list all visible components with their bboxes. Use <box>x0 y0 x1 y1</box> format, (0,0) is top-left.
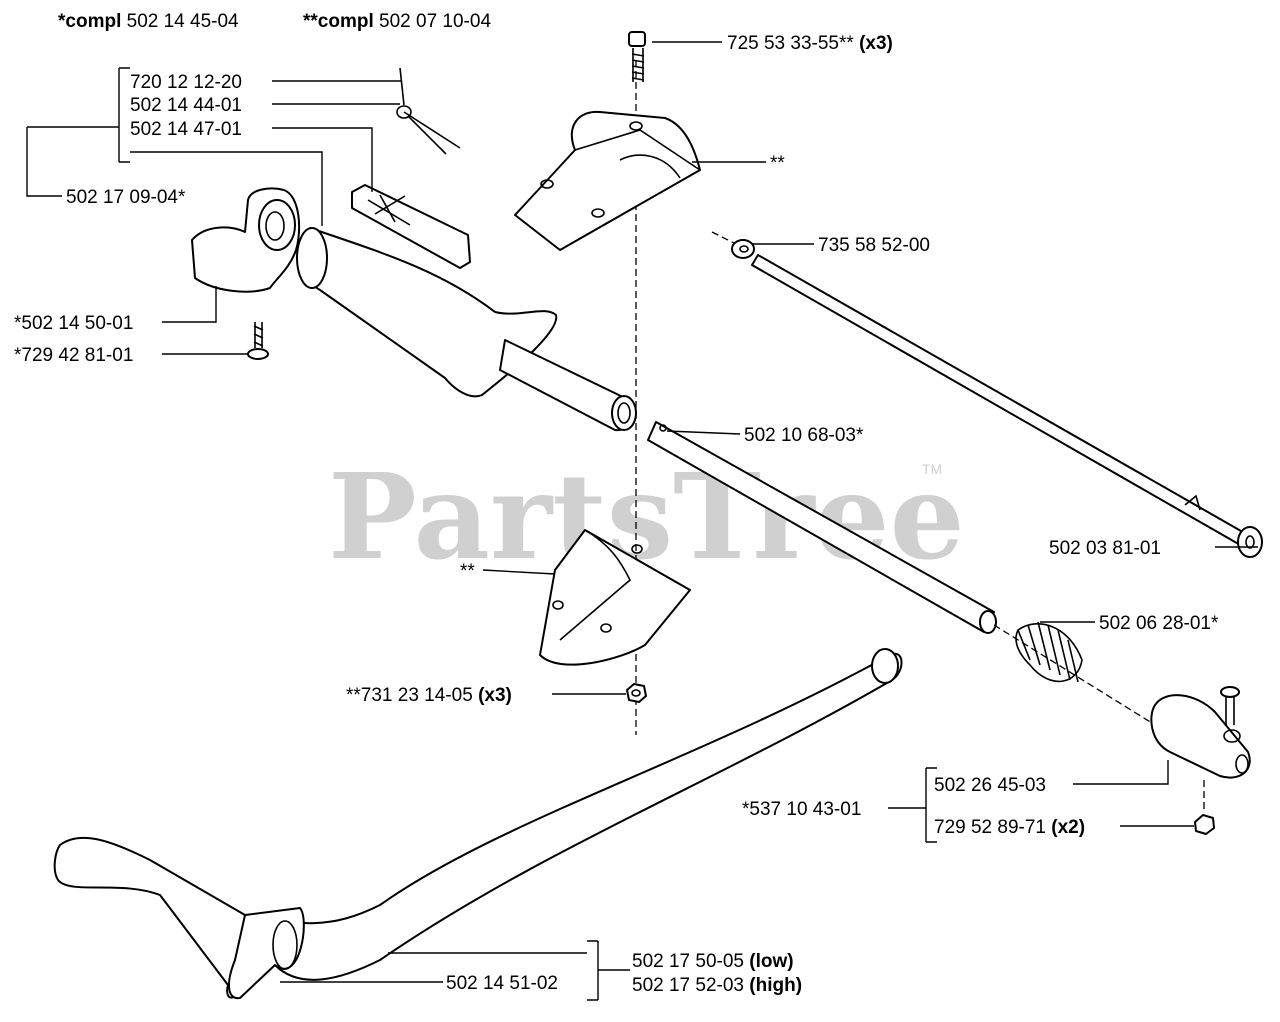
compression-spring <box>1015 621 1083 683</box>
callout-502-10-68-03: 502 10 68-03* <box>744 425 864 446</box>
callout-upper-clamp: ** <box>770 153 785 174</box>
screw-end-cap <box>247 322 269 360</box>
bolt-top <box>628 31 646 82</box>
callout-lower-clamp: ** <box>460 561 475 582</box>
callout-502-06-28-01: 502 06 28-01* <box>1099 613 1219 634</box>
callout-502-14-47-01: 502 14 47-01 <box>130 119 242 140</box>
washer <box>731 239 755 259</box>
compl-kit-1: *compl 502 14 45-04 <box>58 11 239 32</box>
callout-735-58-52-00: 735 58 52-00 <box>818 235 930 256</box>
callout-729-42-81-01: *729 42 81-01 <box>14 345 133 366</box>
callout-502-17-09-04: 502 17 09-04* <box>66 187 186 208</box>
front-handle-grip <box>296 227 637 432</box>
leader-lines <box>26 41 1258 1001</box>
nut-lower <box>626 683 647 703</box>
callout-725-53-33-55: 725 53 33-55** (x3) <box>727 33 893 54</box>
callout-729-52-89-71: 729 52 89-71 (x2) <box>934 817 1085 838</box>
watermark-text: PartsTree <box>328 447 965 586</box>
compl-kit-2: **compl 502 07 10-04 <box>303 11 491 32</box>
callout-502-17-52-03: 502 17 52-03 (high) <box>632 975 802 996</box>
callout-720-12-12-20: 720 12 12-20 <box>130 72 242 93</box>
handle-end-cap <box>191 187 301 293</box>
callout-502-14-51-02: 502 14 51-02 <box>446 973 558 994</box>
callout-537-10-43-01: *537 10 43-01 <box>742 799 861 820</box>
nut-end-fitting <box>1194 814 1215 835</box>
callout-731-23-14-05: **731 23 14-05 (x3) <box>346 685 512 706</box>
callout-502-14-50-01: *502 14 50-01 <box>14 313 133 334</box>
rod-end-cap <box>1237 526 1263 558</box>
callout-502-26-45-03: 502 26 45-03 <box>934 775 1046 796</box>
upper-clamp-bracket <box>514 110 701 251</box>
inner-tube <box>647 421 997 634</box>
pin-spring <box>399 67 405 106</box>
callout-502-17-50-05: 502 17 50-05 (low) <box>632 951 794 972</box>
callout-502-03-81-01: 502 03 81-01 <box>1049 538 1161 559</box>
throttle-lever <box>351 184 471 269</box>
lower-clamp-bracket <box>539 529 691 666</box>
screw-end-fitting <box>1220 686 1240 725</box>
torsion-spring <box>396 105 461 155</box>
callout-502-14-44-01: 502 14 44-01 <box>130 95 242 116</box>
handle-bar <box>53 648 903 1000</box>
watermark-trademark: TM <box>922 461 942 477</box>
end-fitting <box>1150 694 1251 779</box>
